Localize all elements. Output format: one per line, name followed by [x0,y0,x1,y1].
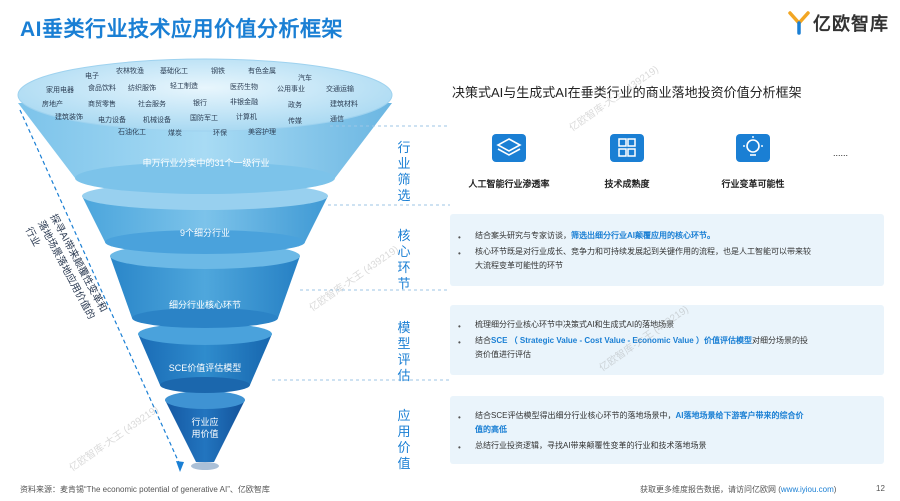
industry-label: 家用电器 [46,87,74,94]
industry-label: 轻工制造 [170,83,198,90]
core-bullet-1: 结合案头研究与专家访谈，筛选出细分行业AI颠覆应用的核心环节。 [475,229,715,243]
light-bulb-icon [736,134,770,162]
framework-title: 决策式AI与生成式AI在垂类行业的商业落地投资价值分析框架 [452,85,802,100]
page-number: 12 [876,484,885,493]
ai-penetration-icon [492,134,526,162]
footer-link[interactable]: www.iyiou.com [780,485,834,494]
core-bullet-2-line2: 大流程变革可能性的环节 [475,261,563,270]
industry-label: 食品饮料 [88,85,116,92]
indicator-label: 技术成熟度 [604,179,650,189]
value-section-box: • 结合SCE评估模型得出细分行业核心环节的落地场景中，AI落地场景给下游客户带… [450,396,884,464]
bullet-dot: • [458,249,461,258]
industry-label: 煤炭 [168,130,182,137]
funnel-level-1-label: 申万行业分类中的31个一级行业 [142,158,270,168]
industry-label: 社会服务 [138,101,166,108]
bullet-dot: • [458,322,461,331]
value-bullet-1-highlight-2: 值的高低 [475,425,507,434]
indicator-label: 行业变革可能性 [721,179,785,189]
source-note: 资料来源：麦肯锡“The economic potential of gener… [20,485,270,494]
page-title: AI垂类行业技术应用价值分析框架 [20,18,343,41]
industry-label: 美容护理 [248,129,276,136]
industry-label: 环保 [213,130,227,137]
industry-label: 机械设备 [143,117,171,124]
funnel-level-2-label: 9个细分行业 [179,228,230,238]
core-bullet-1-text: 结合案头研究与专家访谈， [475,231,571,240]
industry-label: 公用事业 [277,86,305,93]
industry-label: 传媒 [288,118,302,125]
core-bullet-2: 核心环节既是对行业成长、竞争力和可持续发展起到关键作用的流程，也是人工智能可以带… [475,245,811,273]
brand-logo-text: 亿欧智库 [813,14,889,34]
industry-label: 纺织服饰 [128,85,156,92]
industry-label: 商贸零售 [88,101,116,108]
row-label-core: 核心环节 [397,228,411,291]
industry-label: 银行 [193,100,207,107]
core-bullet-1-highlight: 筛选出细分行业AI颠覆应用的核心环节。 [571,231,715,240]
tech-maturity-icon [610,134,644,162]
indicator-label: 人工智能行业渗透率 [468,179,550,189]
footer-cta: 获取更多维度报告数据，请访问亿欧网 (www.iyiou.com) [640,484,836,495]
footer-cta-end: ) [833,485,837,494]
industry-label: 汽车 [298,75,312,82]
model-section-box: • 梳理细分行业核心环节中决策式AI和生成式AI的落地场景 • 结合SCE （ … [450,305,884,375]
industry-label: 交通运输 [326,86,354,93]
footer-cta-text: 获取更多维度报告数据，请访问亿欧网 ( [640,485,781,494]
value-bullet-1: 结合SCE评估模型得出细分行业核心环节的落地场景中，AI落地场景给下游客户带来的… [475,409,803,437]
funnel-level-4-label: SCE价值评估模型 [168,363,242,373]
bullet-dot: • [458,338,461,347]
brand-logo-icon [788,11,810,35]
core-section-box: • 结合案头研究与专家访谈，筛选出细分行业AI颠覆应用的核心环节。 • 核心环节… [450,214,884,286]
value-bullet-1-highlight: AI落地场景给下游客户带来的综合价 [675,411,804,420]
funnel-level-5-label: 行业应 用价值 [175,416,235,440]
industry-label: 电子 [85,73,99,80]
industry-label: 电力设备 [98,117,126,124]
row-label-value: 应用价值 [397,408,411,471]
model-bullet-2-highlight: SCE （ Strategic Value - Cost Value - Eco… [491,336,752,345]
funnel-level-5-line1: 行业应 [191,417,219,427]
funnel-level-5-line2: 用价值 [191,429,219,439]
industry-label: 国防军工 [190,115,218,122]
industry-label: 钢铁 [211,68,225,75]
industry-label: 有色金属 [248,68,276,75]
industry-label: 建筑材料 [330,101,358,108]
row-label-model: 模型评估 [397,320,411,383]
bullet-dot: • [458,413,461,422]
industry-label: 基础化工 [160,68,188,75]
model-bullet-2: 结合SCE （ Strategic Value - Cost Value - E… [475,334,808,362]
core-bullet-2-line1: 核心环节既是对行业成长、竞争力和可持续发展起到关键作用的流程，也是人工智能可以带… [475,247,811,256]
industry-label: 石油化工 [118,129,146,136]
funnel-level-3-label: 细分行业核心环节 [168,300,241,310]
bullet-dot: • [458,233,461,242]
brand-logo: 亿欧智库 [788,10,889,36]
row-label-screening: 行业筛选 [397,140,411,203]
value-bullet-2: 总结行业投资逻辑，寻找AI带来颠覆性变革的行业和技术落地场景 [475,441,707,450]
industry-label: 医药生物 [230,84,258,91]
industry-label: 房地产 [42,101,63,108]
indicator-more: ...... [833,148,849,158]
bullet-dot: • [458,443,461,452]
industry-label: 计算机 [236,114,257,121]
industry-label: 非银金融 [230,99,258,106]
model-bullet-1: 梳理细分行业核心环节中决策式AI和生成式AI的落地场景 [475,320,675,329]
model-bullet-2-pre: 结合 [475,336,491,345]
industry-label: 农林牧渔 [116,68,144,75]
industry-label: 政务 [288,102,302,109]
value-bullet-1-text: 结合SCE评估模型得出细分行业核心环节的落地场景中， [475,411,676,420]
model-bullet-2-line2: 资价值进行评估 [475,350,531,359]
industry-label: 建筑装饰 [55,114,83,121]
industry-label: 通信 [330,116,344,123]
model-bullet-2-post: 对细分场景的投 [751,336,808,345]
